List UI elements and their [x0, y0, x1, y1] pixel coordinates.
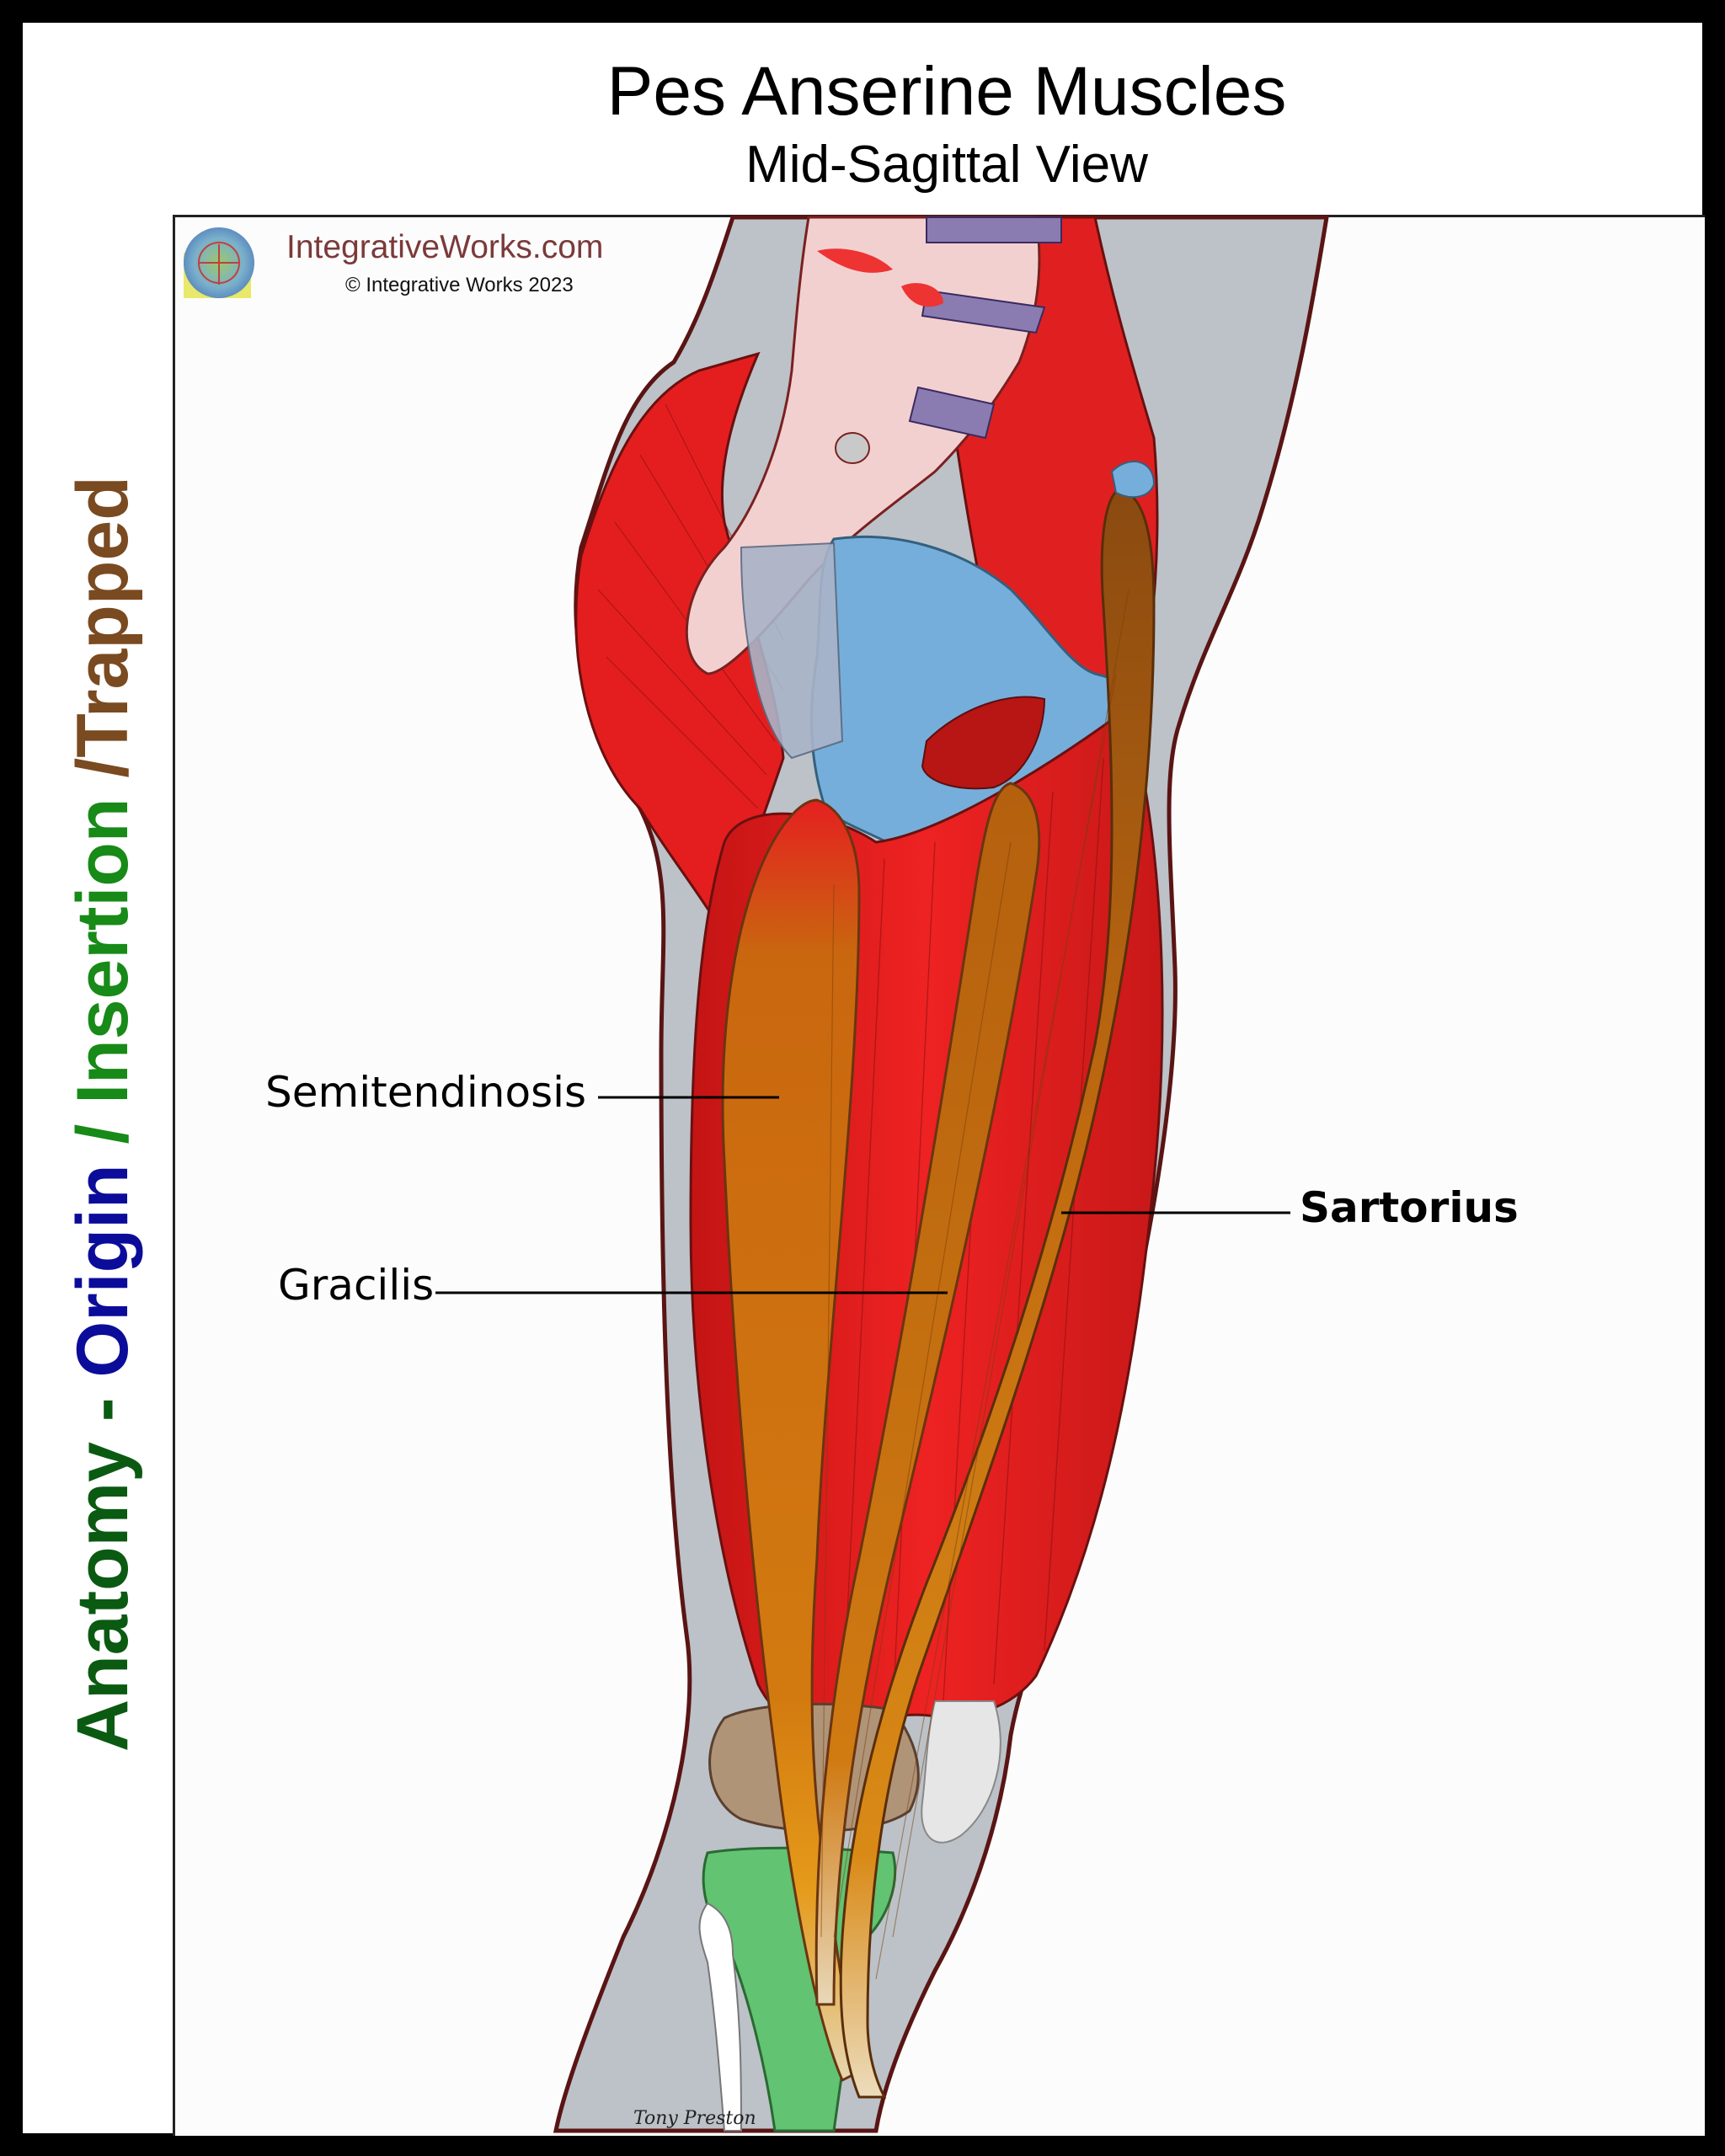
copyright-notice: © Integrative Works 2023: [345, 274, 574, 296]
obturator-foramen: [921, 696, 1046, 790]
gracilis-muscle: [814, 782, 1041, 2006]
artist-signature: Tony Preston: [633, 2108, 756, 2129]
label-sartorius: Sartorius: [1300, 1183, 1519, 1232]
brand-logo-icon: [184, 227, 254, 298]
label-semitendinosis: Semitendinosis: [265, 1068, 587, 1117]
page-title: Pes Anserine Muscles: [606, 53, 1287, 130]
patellar-tendon: [921, 1700, 1001, 1844]
label-gracilis: Gracilis: [278, 1261, 435, 1310]
asis-cartilage: [1110, 461, 1156, 499]
sartorius-muscle: [839, 487, 1156, 2099]
tendon-fibers: [820, 589, 1130, 1980]
fibula-bone: [698, 1902, 743, 2132]
page-subtitle: Mid-Sagittal View: [745, 136, 1148, 194]
brand-site: IntegrativeWorks.com: [286, 229, 604, 265]
